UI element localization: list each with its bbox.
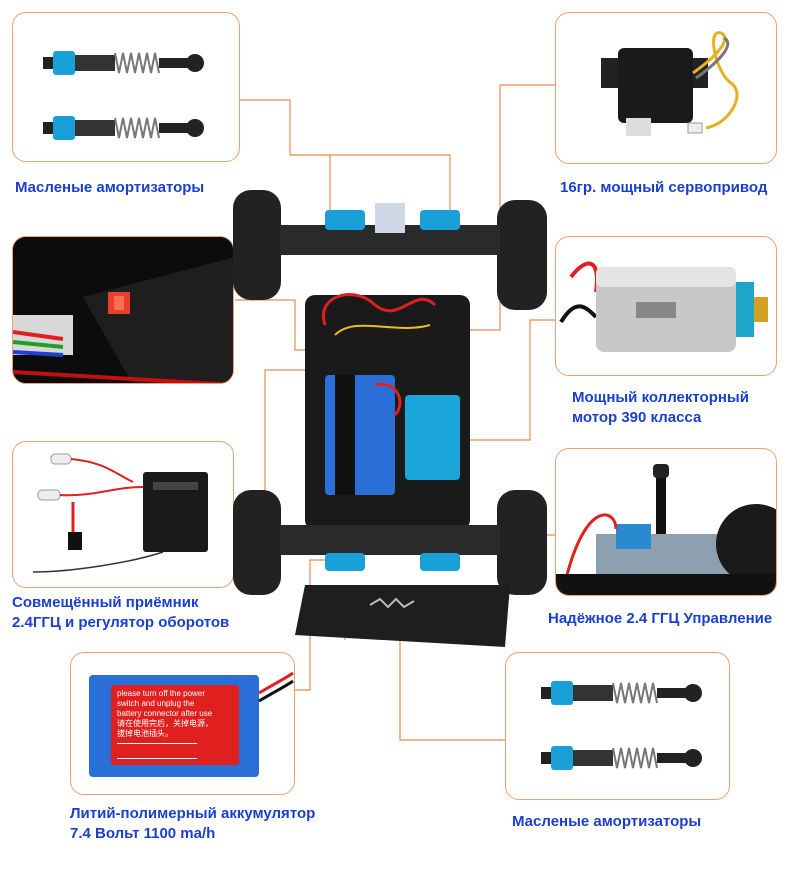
shock-absorbers-image (43, 51, 204, 140)
battery-label-line4: 请在使用完后，关掉电源， (117, 719, 213, 728)
motor-panel (555, 236, 777, 376)
caption-battery: Литий-полимерный аккумулятор 7.4 Вольт 1… (70, 805, 316, 842)
servo-image (601, 31, 739, 136)
battery-label-line2: switch and unplug the (117, 699, 195, 708)
caption-control: Надёжное 2.4 ГГЦ Управление (548, 610, 773, 627)
motor-image (559, 261, 768, 352)
rear-wing (295, 585, 510, 647)
esc-closeup-image (13, 237, 233, 383)
control-closeup-image (556, 464, 776, 595)
front-left-wheel (233, 190, 281, 300)
shocks-bottom-panel (505, 652, 730, 800)
caption-receiver: Совмещённый приёмник 2.4ГГЦ и регулятор … (12, 594, 230, 631)
battery-warning-label: please turn off the power switch and unp… (111, 685, 239, 765)
shock-absorbers-bottom-image (541, 681, 702, 770)
battery-panel: please turn off the power switch and unp… (70, 652, 295, 795)
battery-pack: please turn off the power switch and unp… (89, 675, 259, 777)
control-panel (555, 448, 777, 596)
rear-left-wheel (233, 490, 281, 595)
battery-label-line3: battery connector after use (117, 709, 213, 718)
rc-car-chassis-image (233, 190, 547, 647)
battery-label-line1: please turn off the power (117, 689, 205, 698)
receiver-image (32, 453, 208, 573)
esc-closeup-panel (12, 236, 234, 384)
caption-motor: Мощный коллекторный мотор 390 класса (572, 389, 749, 426)
servo-panel (555, 12, 777, 164)
receiver-panel (12, 441, 234, 588)
rear-right-wheel (497, 490, 547, 595)
battery-label-line5: 拔掉电池插头。 (117, 729, 173, 738)
front-right-wheel (497, 200, 547, 310)
shocks-top-panel (12, 12, 240, 162)
caption-servo: 16гр. мощный сервопривод (560, 179, 768, 196)
caption-shocks-bottom: Масленые амортизаторы (512, 813, 702, 830)
connector-diagram (117, 743, 197, 759)
caption-shocks-top: Масленые амортизаторы (15, 179, 205, 196)
chassis-motor (405, 395, 460, 480)
battery-wires (258, 671, 294, 703)
